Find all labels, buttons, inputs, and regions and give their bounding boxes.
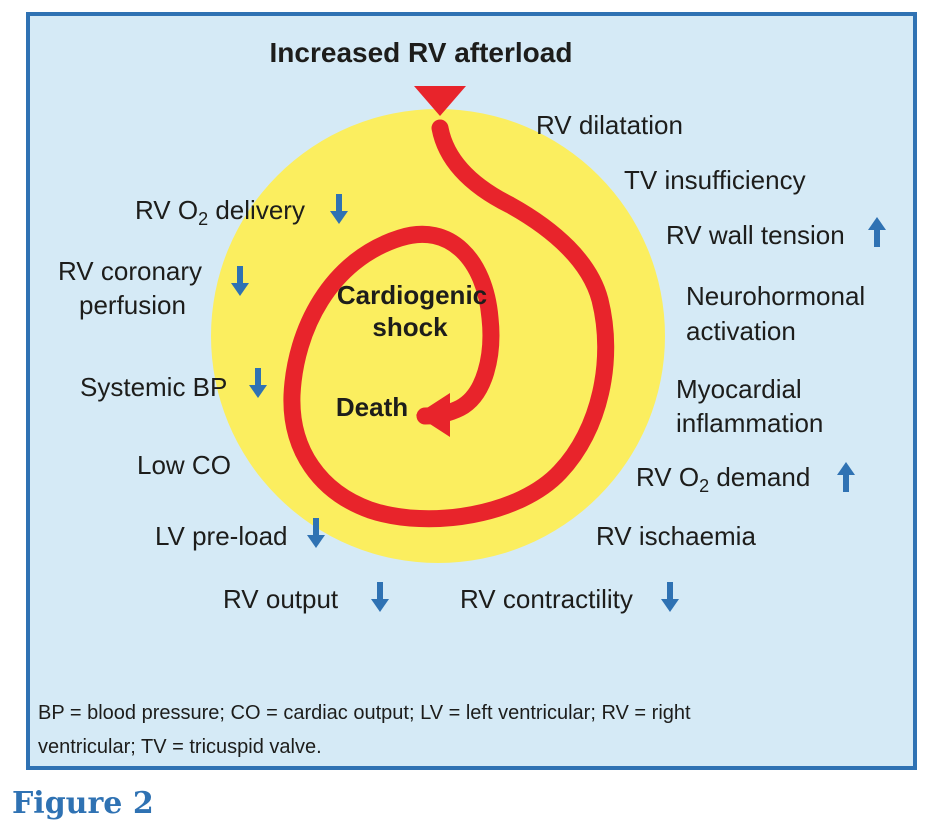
- label-myocardial: Myocardial: [676, 374, 802, 404]
- footnote-line-2: ventricular; TV = tricuspid valve.: [38, 736, 322, 758]
- label-inflammation: inflammation: [676, 408, 823, 438]
- label-rv-dilatation: RV dilatation: [536, 110, 683, 140]
- label-rv-o2-demand: RV O2 demand: [636, 462, 810, 496]
- footnote-line-1: BP = blood pressure; CO = cardiac output…: [38, 702, 691, 724]
- label-rv-o2-delivery: RV O2 delivery: [135, 195, 305, 229]
- center-label-shock: shock: [372, 312, 448, 342]
- label-rv-coronary: RV coronary: [58, 256, 202, 286]
- label-tv-insufficiency: TV insufficiency: [624, 165, 806, 195]
- up-arrow-icon: [868, 217, 886, 247]
- down-arrow-icon: [661, 582, 679, 612]
- label-lv-preload: LV pre-load: [155, 521, 288, 551]
- spiral-arrow: [283, 119, 615, 528]
- label-rv-output: RV output: [223, 584, 339, 614]
- afterload-triangle: [414, 86, 466, 116]
- label-perfusion: perfusion: [79, 290, 186, 320]
- label-rv-contractility: RV contractility: [460, 584, 633, 614]
- label-activation: activation: [686, 316, 796, 346]
- label-low-co: Low CO: [137, 450, 231, 480]
- center-label-cardiogenic: Cardiogenic: [337, 280, 487, 310]
- down-arrow-icon: [371, 582, 389, 612]
- diagram-title: Increased RV afterload: [270, 37, 573, 68]
- up-arrow-icon: [837, 462, 855, 492]
- center-label-death: Death: [336, 392, 408, 422]
- label-rv-wall-tension: RV wall tension: [666, 220, 845, 250]
- spiral-arrowhead: [416, 393, 450, 437]
- figure-caption: Figure 2: [12, 786, 154, 821]
- label-rv-ischaemia: RV ischaemia: [596, 521, 756, 551]
- label-systemic-bp: Systemic BP: [80, 372, 227, 402]
- abbreviations-footnote: BP = blood pressure; CO = cardiac output…: [38, 696, 898, 764]
- label-neurohormonal: Neurohormonal: [686, 281, 865, 311]
